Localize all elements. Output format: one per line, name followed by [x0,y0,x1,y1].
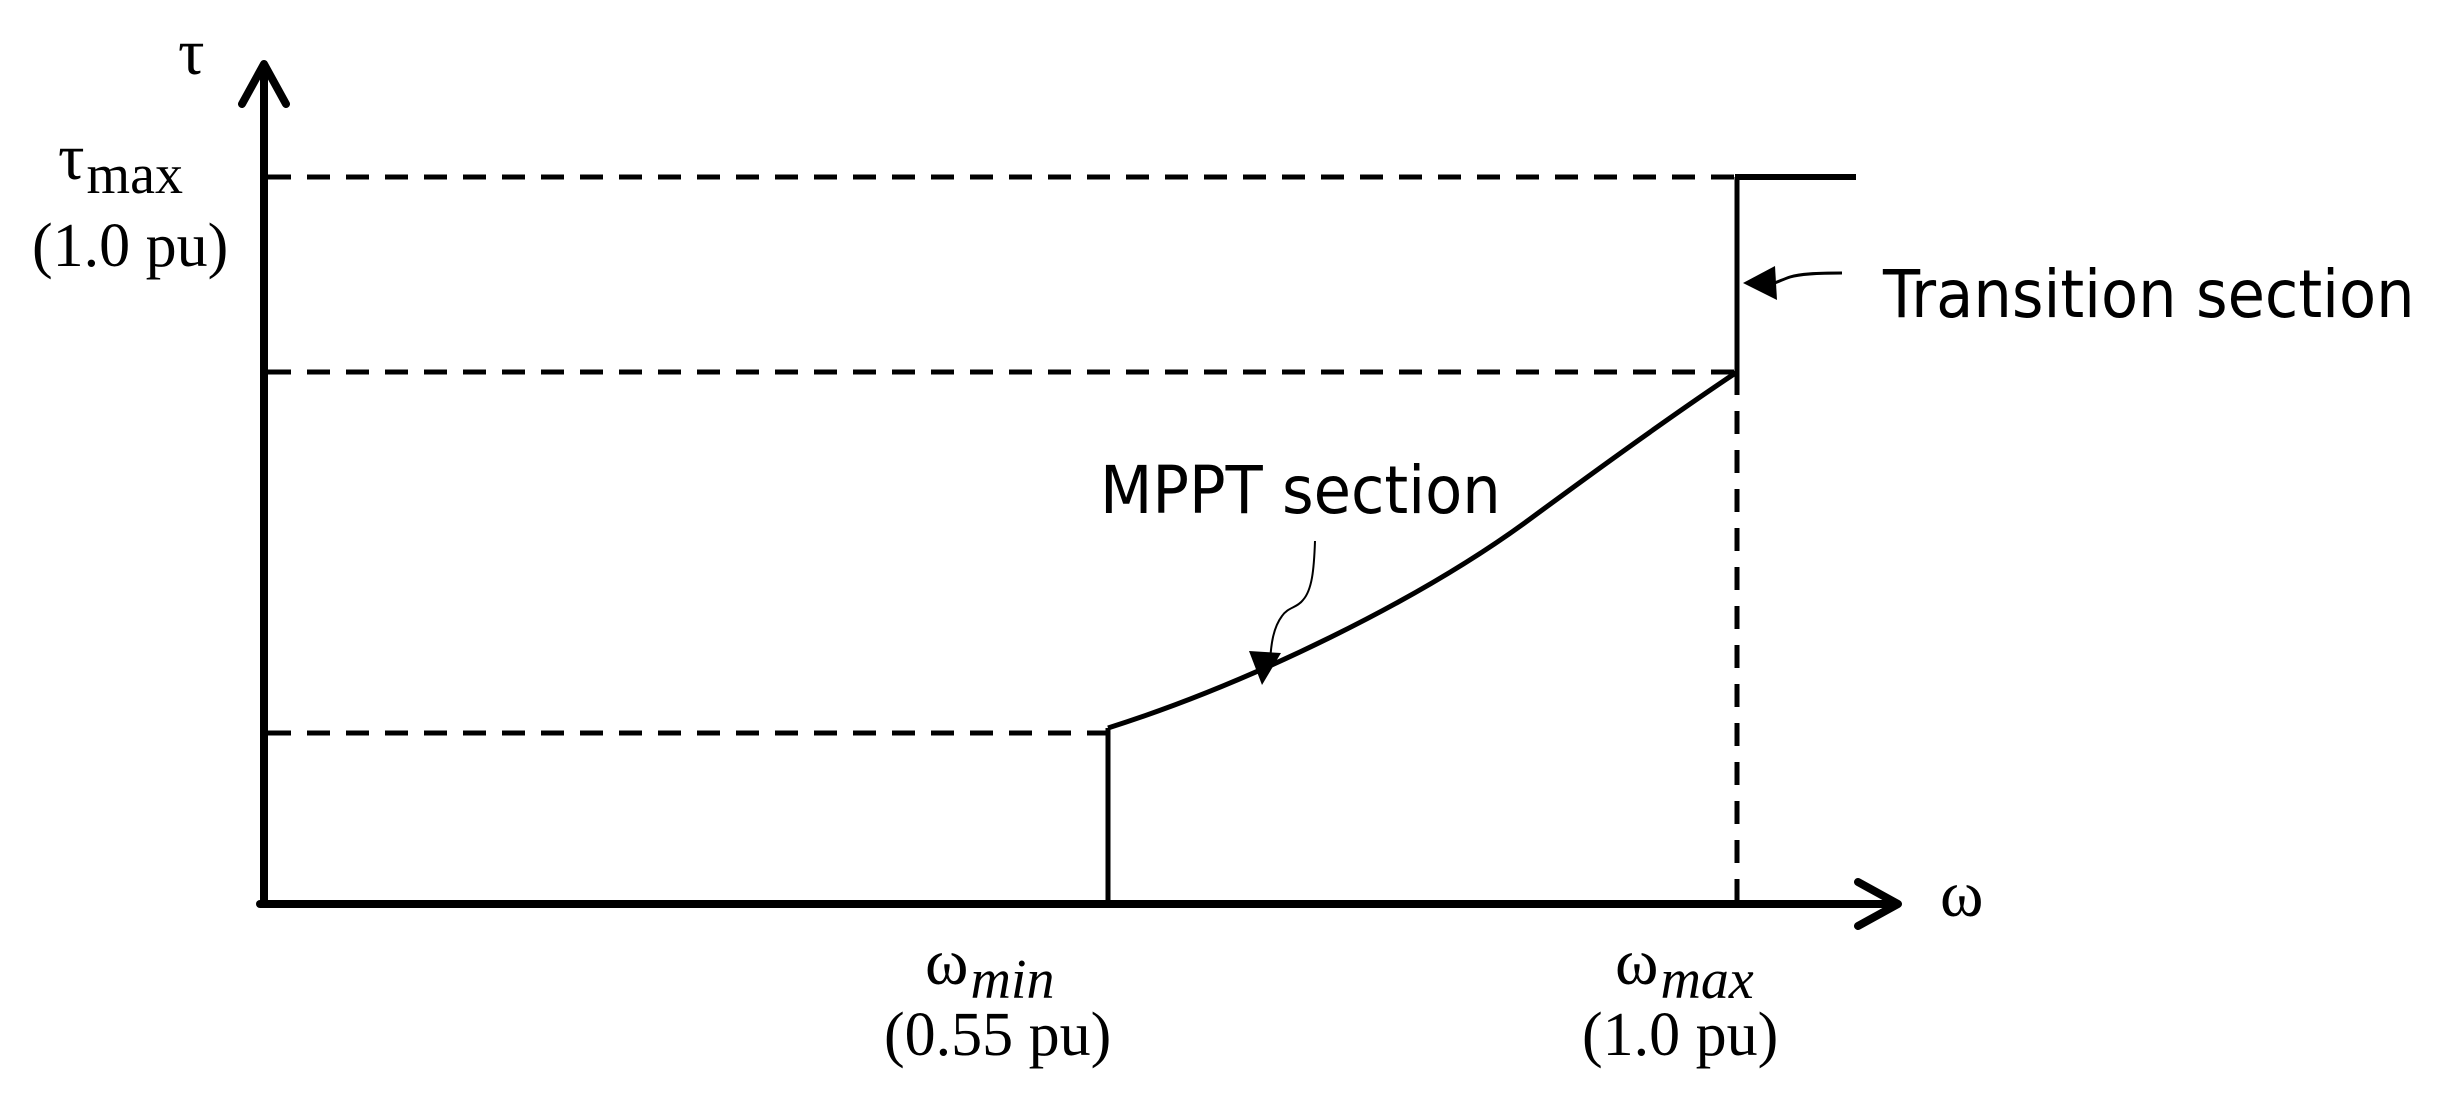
tau-max-label: τmax [58,125,183,204]
mppt-section-annotation: MPPT section [1100,452,1501,529]
y-axis-arrowhead-icon [238,60,290,108]
omega-min-value: (0.55 pu) [884,1001,1112,1069]
x-axis-arrowhead-icon [1854,878,1902,930]
transition-pointer-arrow-icon [1743,266,1843,300]
omega-min-label: ωmin [925,930,1054,1009]
x-axis-label: ω [1940,862,1983,928]
tau-max-value: (1.0 pu) [32,212,229,280]
omega-max-subscript: max [1660,949,1754,1011]
omega-max-symbol: ω [1615,926,1659,999]
y-axis-label: τ [178,20,205,86]
omega-min-subscript: min [970,949,1055,1011]
omega-symbol: ω [1940,858,1984,931]
tau-symbol: τ [178,16,205,89]
omega-min-symbol: ω [925,926,969,999]
transition-section-annotation: Transition section [1883,256,2415,333]
omega-max-label: ωmax [1615,930,1754,1009]
omega-max-value: (1.0 pu) [1582,1001,1779,1069]
tau-max-symbol: τ [58,121,85,194]
mppt-curve [1107,369,1739,731]
mppt-pointer-arrow-icon [1249,540,1316,685]
tau-max-subscript: max [86,144,183,206]
